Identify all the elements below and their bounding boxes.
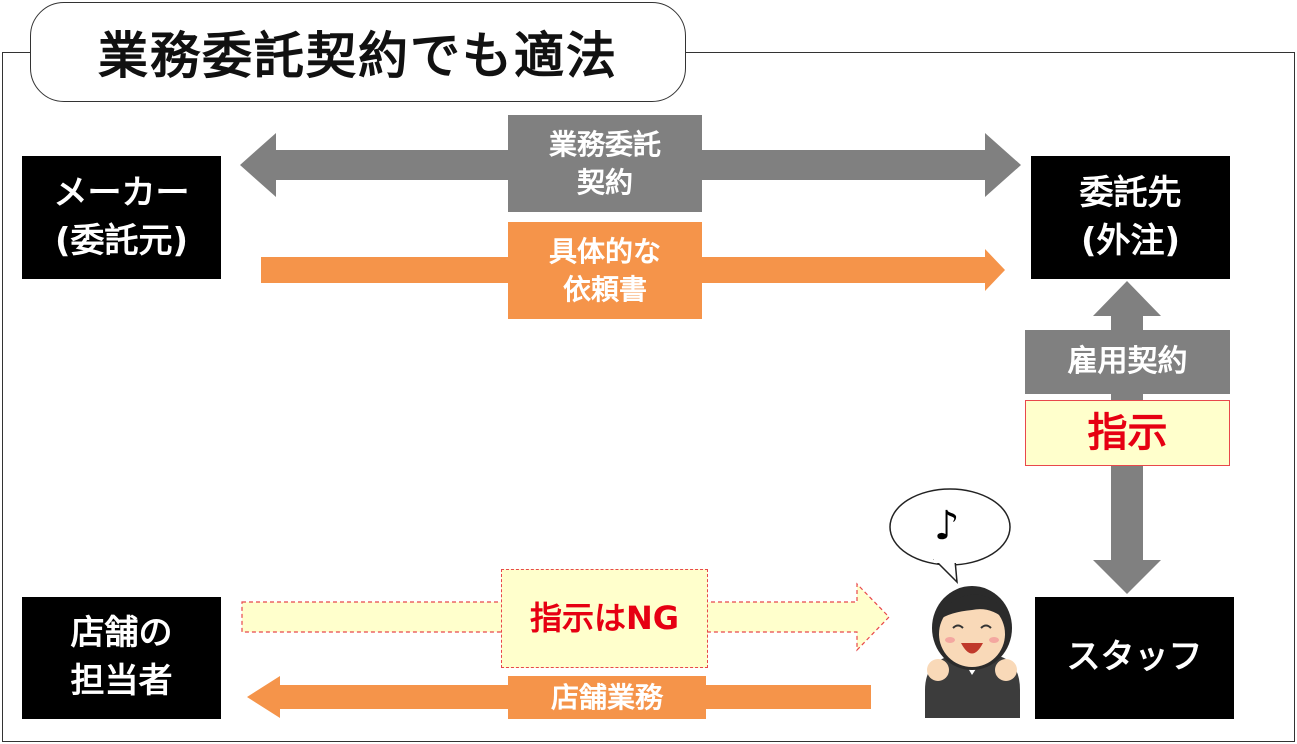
specific-request-line-2: 依頼書 [562,272,647,306]
contractor-line-2: (外注) [1080,220,1181,261]
outsourcing-contract-line-1: 業務委託 [548,127,661,161]
store-manager-box: 店舗の 担当者 [22,597,221,719]
speech-bubble [889,488,1011,584]
instruction-label: 指示 [1025,400,1230,466]
maker-box: メーカー (委託元) [22,156,221,279]
music-note-icon: ♪ [934,503,960,549]
title-box: 業務委託契約でも適法 [30,2,686,102]
page-title: 業務委託契約でも適法 [98,27,618,85]
staff-person-icon [925,586,1020,718]
instruction-ng-label: 指示はNG [501,569,708,668]
outsourcing-contract-line-2: 契約 [576,165,633,199]
store-work-text: 店舗業務 [550,680,663,714]
employment-contract-label: 雇用契約 [1025,330,1230,394]
staff-box: スタッフ [1035,597,1234,719]
maker-line-1: メーカー [53,172,190,213]
contractor-line-1: 委託先 [1079,172,1182,213]
store-work-label: 店舗業務 [508,676,706,719]
specific-request-line-1: 具体的な [548,234,661,268]
maker-line-2: (委託元) [54,220,189,261]
instruction-text: 指示 [1087,410,1168,456]
specific-request-label: 具体的な 依頼書 [508,222,702,319]
instruction-ng-text: 指示はNG [529,598,680,637]
contractor-box: 委託先 (外注) [1031,156,1230,279]
store-manager-line-1: 店舗の [70,613,173,654]
staff-label: スタッフ [1066,637,1203,678]
store-manager-line-2: 担当者 [70,661,173,701]
employment-contract-text: 雇用契約 [1067,343,1188,379]
outsourcing-contract-label: 業務委託 契約 [508,115,702,212]
